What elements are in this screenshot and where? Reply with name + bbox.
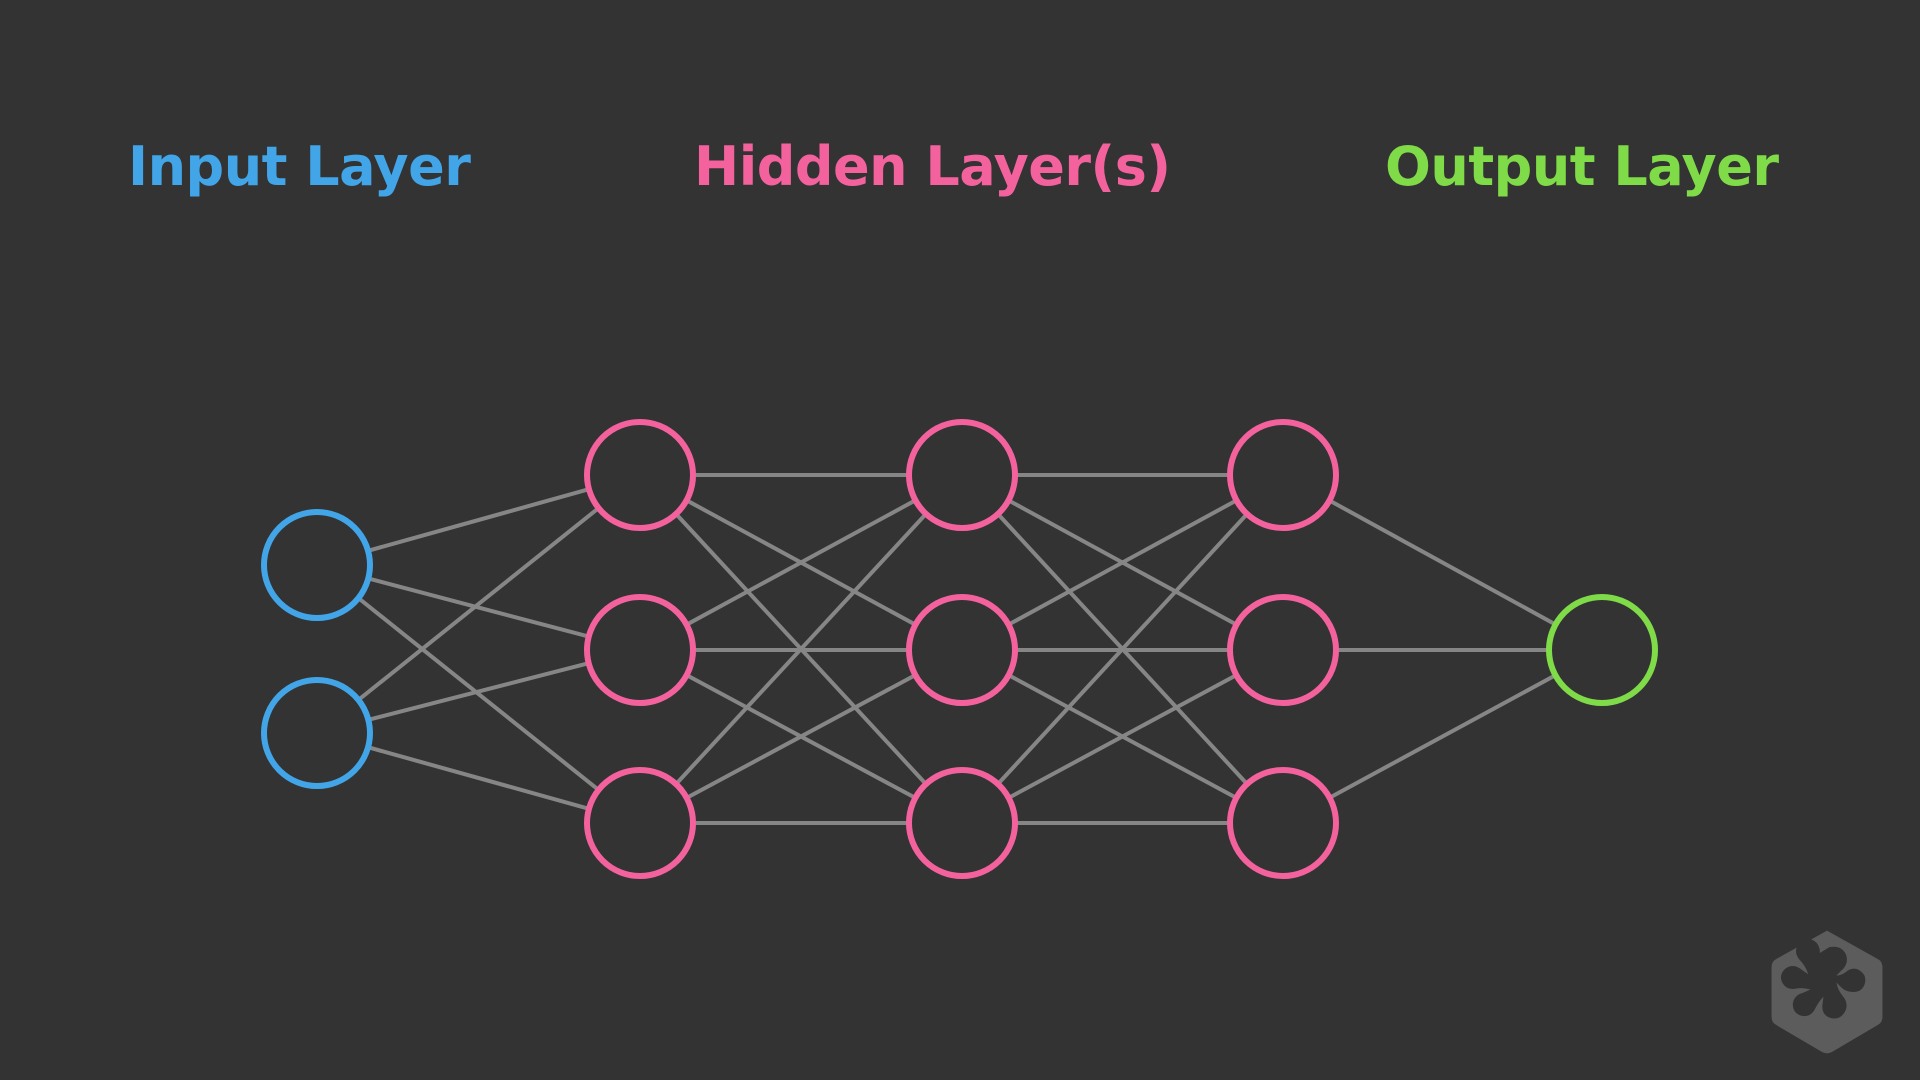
neuron-node-input [261,677,373,789]
edges-group [356,473,1558,825]
connection-edge [366,661,591,722]
neuron-node-input [261,509,373,621]
layer-label-hidden: Hidden Layer(s) [694,135,1171,198]
neuron-node-h2 [906,767,1018,879]
neuron-node-h3 [1227,594,1339,706]
connection-edge [684,673,918,800]
connection-edge [684,498,918,627]
connection-edge [366,745,591,811]
neuron-node-output [1546,594,1658,706]
neuron-node-h1 [584,767,696,879]
connection-edge [1006,673,1239,800]
leaf-splat-icon [1780,938,1866,1019]
connection-edge [366,576,591,639]
connection-edge [995,511,1250,787]
neuron-node-h3 [1227,419,1339,531]
neuron-node-h2 [906,594,1018,706]
neuron-node-h3 [1227,767,1339,879]
connection-edge [356,506,601,702]
nodes-group [261,419,1658,879]
neuron-node-h1 [584,594,696,706]
connection-edge [1006,498,1239,627]
connection-edge [1327,498,1558,627]
layer-label-output: Output Layer [1385,135,1779,198]
neuron-node-h1 [584,419,696,531]
neuron-node-h2 [906,419,1018,531]
connection-edge [673,511,929,787]
connection-edge [366,487,591,553]
connection-edge [356,596,601,792]
layer-label-input: Input Layer [128,135,471,198]
treehouse-logo-watermark [1771,930,1883,1054]
connection-edge [1327,673,1558,800]
